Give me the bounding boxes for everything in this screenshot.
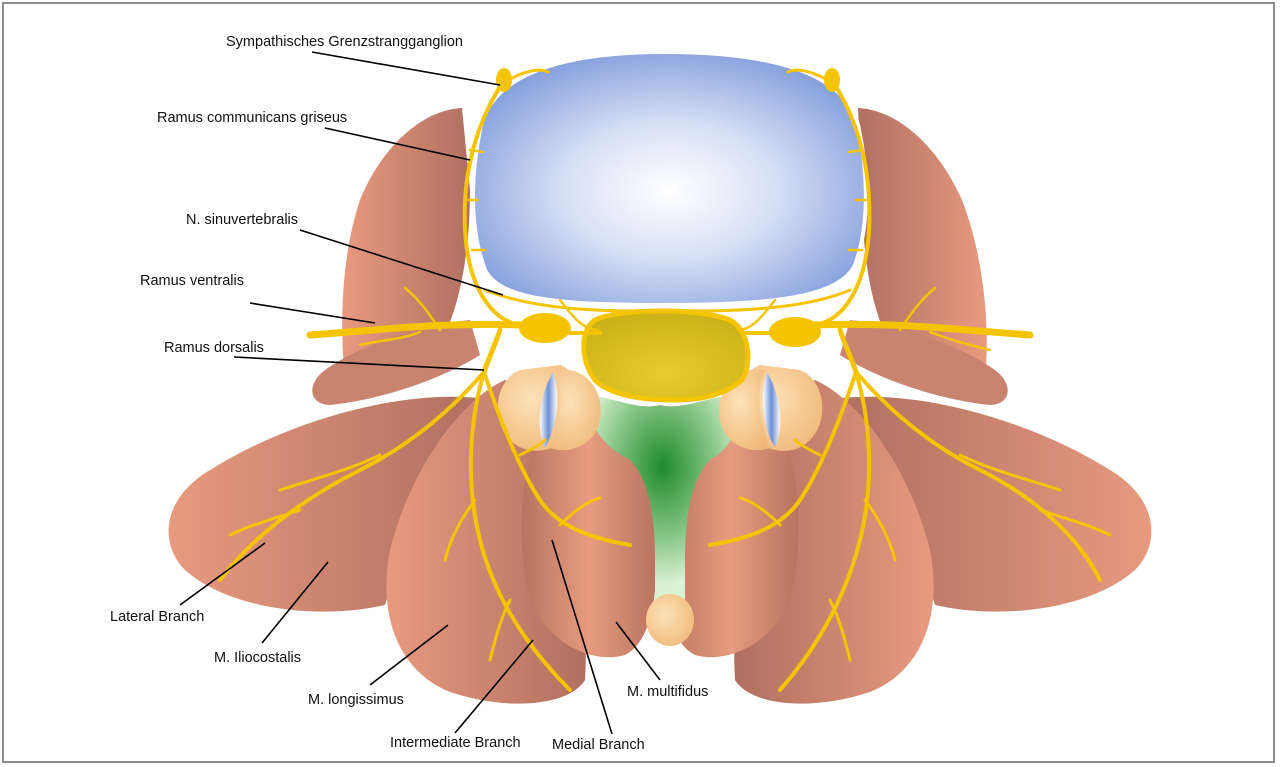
label-ramus-communicans: Ramus communicans griseus xyxy=(157,110,347,126)
label-ramus-dorsalis: Ramus dorsalis xyxy=(164,340,264,356)
label-m-iliocostalis: M. Iliocostalis xyxy=(214,650,301,666)
label-n-sinuvertebralis: N. sinuvertebralis xyxy=(186,212,298,228)
intervertebral-disc xyxy=(473,52,866,305)
label-m-longissimus: M. longissimus xyxy=(308,692,404,708)
label-intermediate-branch: Intermediate Branch xyxy=(390,735,521,751)
label-m-multifidus: M. multifidus xyxy=(627,684,708,700)
spinal-cord xyxy=(584,311,748,400)
label-medial-branch: Medial Branch xyxy=(552,737,645,753)
label-sympathetic-ganglion: Sympathisches Grenzstrangganglion xyxy=(226,34,463,50)
label-lateral-branch: Lateral Branch xyxy=(110,609,204,625)
facet-joint-left xyxy=(498,365,601,451)
label-ramus-ventralis: Ramus ventralis xyxy=(140,273,244,289)
